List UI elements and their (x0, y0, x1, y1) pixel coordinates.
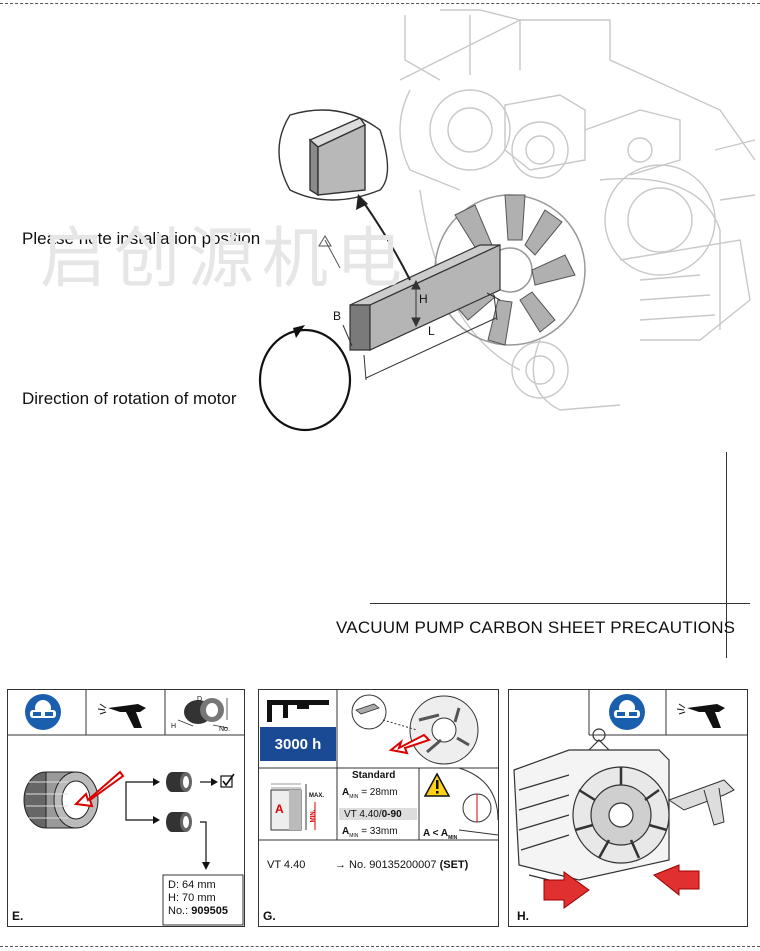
dimension-b-label: B (333, 309, 342, 323)
service-interval-badge: 3000 h (260, 727, 336, 761)
filter-cartridge-drawing (23, 771, 99, 829)
vane-measurement-detail (351, 694, 479, 765)
red-arrow-right (653, 864, 700, 897)
air-gun-icon (97, 703, 146, 728)
rotation-direction-label: Direction of rotation of motor (22, 389, 237, 408)
pump-housing-drawing (513, 728, 670, 895)
dimension-l-label: L (428, 324, 435, 338)
model-label: VT 4.40 (267, 859, 306, 871)
safety-goggles-icon (25, 694, 61, 730)
panel-h-pump-cleaning: H. (508, 689, 748, 927)
panel-g-letter: G. (263, 909, 276, 923)
filter-spec-no: No.: 909505 (168, 905, 228, 917)
title-rule-vertical (726, 452, 727, 658)
watermark-text: 启创源机电 (40, 220, 410, 297)
filter-dim-h-label: H (171, 723, 177, 730)
max-label: MAX. (309, 793, 324, 799)
caliper-icon (267, 700, 329, 722)
installation-position-label: Please note installation position (22, 229, 261, 248)
panel-h-artwork (513, 690, 747, 909)
top-dashed-border (0, 3, 760, 4)
filter-spec-h: H: 70 mm (168, 892, 216, 904)
filter-dimension-icon (177, 698, 229, 729)
part-number-label: → No. 90135200007 (SET) (335, 859, 469, 871)
air-gun-blowing-drawing (667, 779, 735, 826)
dimension-h-label: H (419, 292, 428, 306)
min-label: MIN. (310, 809, 317, 823)
model-range-label: VT 4.40/0-90 (344, 809, 402, 820)
amin-standard-value: AMIN = 28mm (342, 787, 398, 800)
air-gun-icon (676, 703, 725, 728)
standard-label: Standard (352, 770, 396, 781)
vane-wear-figure (270, 783, 316, 831)
wear-a-label: A (275, 802, 284, 816)
title-rule-horizontal (370, 603, 750, 604)
safety-goggles-icon (609, 694, 645, 730)
section-title: VACUUM PUMP CARBON SHEET PRECAUTIONS (336, 618, 736, 637)
panel-g-vane-inspection: 3000 h Standard AMIN = 28mm VT 4.40/0-90… (258, 689, 499, 927)
panel-e-filter-cleaning: D H No. D: 64 mm H: 70 mm No.: 909505 E. (7, 689, 245, 927)
filter-dim-d-label: D (197, 696, 203, 703)
red-blow-arrow (73, 770, 125, 808)
red-arrow-left (543, 871, 590, 909)
panel-h-letter: H. (517, 909, 529, 923)
rotor-wear-sketch (458, 767, 498, 836)
check-box-icon (220, 773, 235, 788)
bottom-dashed-border (0, 946, 760, 947)
a-less-than-amin: A < AMIN (423, 828, 458, 841)
pump-rotor-illustration (258, 9, 756, 432)
panel-e-letter: E. (12, 909, 24, 923)
amin-alt-value: AMIN = 33mm (342, 826, 398, 839)
panel-e-artwork (8, 690, 244, 926)
filter-spec-d: D: 64 mm (168, 879, 216, 891)
panel-g-artwork (259, 690, 498, 841)
warning-triangle-icon (423, 772, 451, 797)
filter-dim-no-label: No. (219, 726, 230, 733)
